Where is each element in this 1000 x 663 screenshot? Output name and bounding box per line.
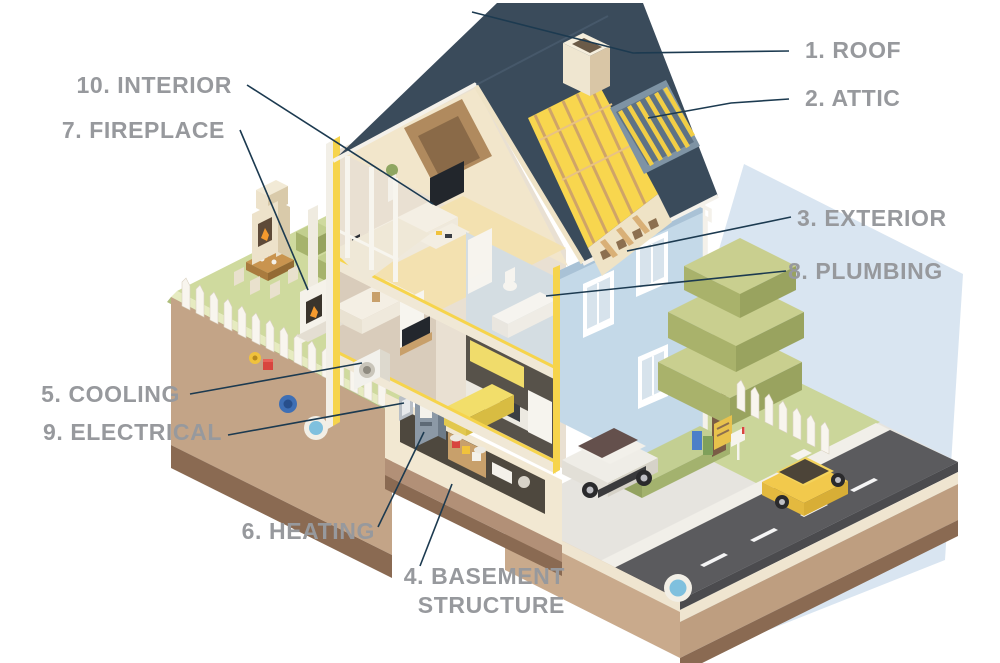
ac-unit <box>354 349 390 390</box>
leader-roof <box>471 11 790 54</box>
ground-floor-interior <box>333 268 436 402</box>
label-heating: 6. HEATING <box>241 518 375 544</box>
fascia-trim <box>332 82 477 163</box>
label-attic: 2. ATTIC <box>805 85 901 111</box>
label-cooling: 5. COOLING <box>41 381 180 407</box>
leader-plumbing <box>545 270 787 297</box>
insulation-edge <box>333 136 340 426</box>
tv-ground-floor <box>402 316 430 348</box>
leader-lines <box>189 11 792 567</box>
label-electrical: 9. ELECTRICAL <box>42 419 222 445</box>
water-main-pipe <box>664 574 692 602</box>
kitchen-cabinets <box>470 340 524 388</box>
white-car <box>562 428 658 498</box>
roof-skylight <box>610 80 700 174</box>
kitchen-island-upper <box>418 223 470 249</box>
stool <box>450 434 462 442</box>
kitchen-island <box>444 384 514 419</box>
leader-heating <box>377 431 425 528</box>
bins-and-mailbox <box>692 415 745 460</box>
taxi-sign <box>790 449 812 460</box>
bathroom <box>466 228 556 368</box>
tv <box>430 161 464 209</box>
fridge <box>528 390 552 444</box>
front-yard-items <box>562 238 848 516</box>
trash-bin <box>703 436 713 455</box>
stool <box>474 446 486 454</box>
basement-shelves <box>448 432 530 488</box>
windshield <box>578 428 638 458</box>
fire <box>310 306 318 318</box>
label-basement-structure: 4. BASEMENT STRUCTURE <box>404 562 565 620</box>
house-plant <box>386 164 398 176</box>
label-exterior: 3. EXTERIOR <box>797 205 947 231</box>
leader-interior <box>246 84 434 205</box>
leader-cooling <box>189 362 363 395</box>
recycle-bin <box>692 431 702 450</box>
taxi <box>762 449 848 516</box>
taxi-windows <box>779 459 829 484</box>
leader-electrical <box>227 402 405 436</box>
road <box>614 430 958 600</box>
label-roof: 1. ROOF <box>805 37 902 63</box>
terrace <box>332 156 430 282</box>
outdoor-dining-set <box>234 239 298 299</box>
label-plumbing: 8. PLUMBING <box>788 258 943 284</box>
insulation-edge <box>553 265 560 474</box>
attic-cutaway <box>528 83 672 276</box>
label-fireplace: 7. FIREPLACE <box>61 117 225 143</box>
bathtub <box>492 292 556 324</box>
rafter-tails <box>600 215 650 258</box>
leader-fireplace <box>239 129 309 291</box>
sink <box>468 268 492 294</box>
leader-attic <box>647 98 790 119</box>
sidewalk <box>600 423 890 568</box>
label-basement-line1: 4. BASEMENT <box>403 563 565 589</box>
label-basement-line2: STRUCTURE <box>417 591 565 618</box>
side-fence <box>736 379 830 455</box>
wall-art <box>372 292 380 302</box>
leader-basement <box>419 483 453 567</box>
label-interior: 10. INTERIOR <box>76 72 232 98</box>
gable-fascia <box>473 84 586 265</box>
front-yard-block <box>505 374 958 663</box>
outdoor-bbq <box>252 180 290 265</box>
leader-exterior <box>626 216 792 252</box>
buried-pipes <box>249 352 328 440</box>
attic-opening <box>418 116 480 178</box>
mailbox <box>731 427 745 447</box>
tree <box>658 238 804 457</box>
